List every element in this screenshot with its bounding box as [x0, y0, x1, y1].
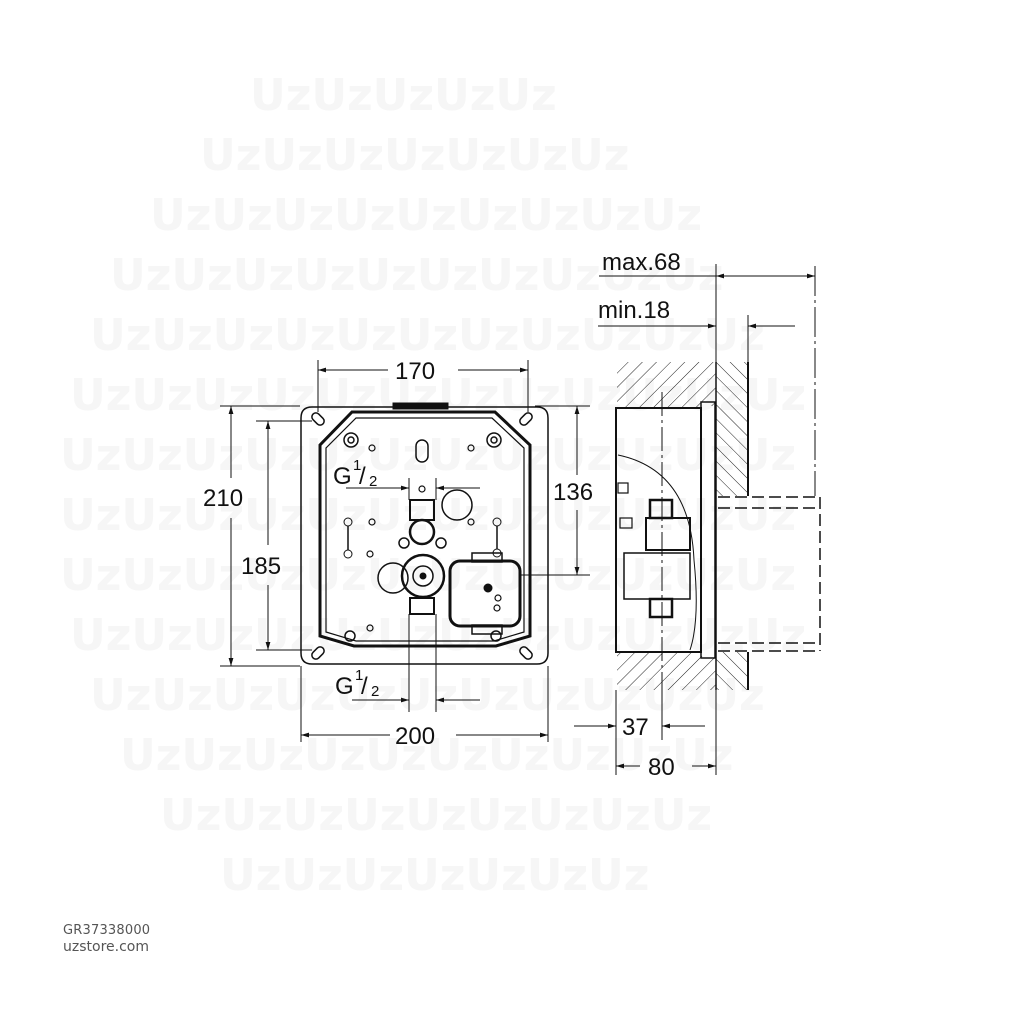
watermark: UzUzUzUzUz UzUzUzUzUzUzUz UzUzUzUzUzUzUz… — [60, 70, 806, 901]
dim-185: 185 — [241, 553, 281, 580]
product-code: GR37338000 — [63, 923, 151, 938]
dim-max-68: max.68 — [602, 249, 681, 276]
dim-80: 80 — [648, 754, 675, 781]
svg-text:UzUzUzUzUzUzUz: UzUzUzUzUzUzUz — [220, 850, 649, 901]
svg-text:2: 2 — [369, 473, 377, 490]
dim-200: 200 — [395, 723, 435, 750]
svg-text:G: G — [333, 463, 352, 490]
svg-text:UzUzUzUzUzUzUzUzUz: UzUzUzUzUzUzUzUzUz — [160, 790, 712, 841]
footer: GR37338000 uzstore.com — [63, 922, 150, 956]
side-dimension-labels: max.68 min.18 37 80 — [598, 249, 681, 781]
svg-text:/: / — [359, 463, 366, 490]
website-label: uzstore.com — [63, 939, 149, 955]
svg-text:UzUzUzUzUzUzUzUzUzUzUzUz: UzUzUzUzUzUzUzUzUzUzUzUz — [60, 490, 796, 541]
front-dimensions — [220, 360, 590, 742]
dim-min-18: min.18 — [598, 297, 670, 324]
svg-text:UzUzUzUzUzUzUz: UzUzUzUzUzUzUz — [200, 130, 629, 181]
connection-label-top: G 1 / 2 — [333, 457, 377, 490]
svg-text:UzUzUzUzUzUzUzUzUzUz: UzUzUzUzUzUzUzUzUzUz — [120, 730, 733, 781]
svg-text:UzUzUzUzUz: UzUzUzUzUz — [250, 70, 557, 121]
svg-text:UzUzUzUzUzUzUzUzUzUzUzUz: UzUzUzUzUzUzUzUzUzUzUzUz — [60, 550, 796, 601]
svg-text:G: G — [335, 673, 354, 700]
dim-136: 136 — [553, 479, 593, 506]
svg-text:UzUzUzUzUzUzUzUzUzUzUz: UzUzUzUzUzUzUzUzUzUzUz — [90, 310, 765, 361]
svg-text:2: 2 — [371, 683, 379, 700]
dim-37: 37 — [622, 714, 649, 741]
dim-170: 170 — [395, 358, 435, 385]
front-view — [300, 402, 549, 665]
svg-text:/: / — [361, 673, 368, 700]
dim-210: 210 — [203, 485, 243, 512]
connection-label-bottom: G 1 / 2 — [335, 667, 379, 700]
side-view — [615, 266, 821, 690]
svg-text:1: 1 — [353, 457, 361, 474]
front-dimension-labels: 170 200 210 185 136 G 1 / 2 G 1 / 2 — [203, 358, 593, 750]
side-dimensions — [574, 264, 815, 775]
svg-text:UzUzUzUzUzUzUzUzUz: UzUzUzUzUzUzUzUzUz — [150, 190, 702, 241]
svg-text:1: 1 — [355, 667, 363, 684]
